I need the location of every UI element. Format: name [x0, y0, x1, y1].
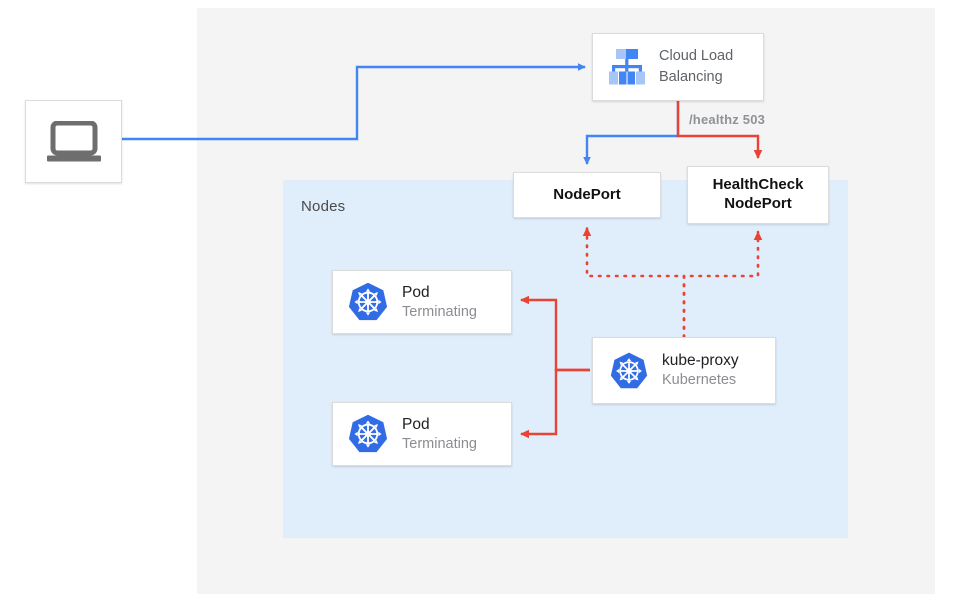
healthz-edge-label: /healthz 503 — [689, 112, 766, 127]
cloud-load-balancing-icon — [609, 49, 645, 85]
client-laptop-card — [25, 100, 122, 183]
kubernetes-icon — [610, 352, 648, 388]
kubernetes-icon — [348, 414, 388, 453]
pod-2-title: Pod — [402, 415, 430, 433]
kubernetes-icon — [348, 282, 388, 321]
pod-2-text: Pod Terminating — [402, 415, 477, 454]
kube-proxy-title: kube-proxy — [662, 352, 739, 369]
healthcheck-nodeport-label-line2: NodePort — [724, 195, 792, 212]
kube-proxy-text: kube-proxy Kubernetes — [662, 351, 739, 390]
healthcheck-nodeport-card: HealthCheck NodePort — [687, 166, 829, 224]
pod-card-2: Pod Terminating — [332, 402, 512, 466]
nodeport-card: NodePort — [513, 172, 661, 218]
pod-card-1: Pod Terminating — [332, 270, 512, 334]
cloud-load-balancing-card: Cloud Load Balancing — [592, 33, 764, 101]
kube-proxy-subtitle: Kubernetes — [662, 372, 737, 389]
laptop-icon — [46, 120, 101, 161]
cloud-load-balancing-title-line1: Cloud Load — [659, 47, 734, 64]
cloud-load-balancing-title-line2: Balancing — [659, 69, 723, 85]
nodes-region-label: Nodes — [301, 198, 346, 215]
nodeport-label: NodePort — [553, 185, 621, 203]
pod-2-status: Terminating — [402, 435, 477, 452]
pod-1-title: Pod — [402, 283, 430, 301]
healthcheck-nodeport-label: HealthCheck NodePort — [713, 176, 804, 214]
kube-proxy-card: kube-proxy Kubernetes — [592, 337, 776, 404]
pod-1-text: Pod Terminating — [402, 283, 477, 322]
pod-1-status: Terminating — [402, 303, 477, 320]
cloud-load-balancing-label: Cloud Load Balancing — [659, 46, 733, 88]
healthcheck-nodeport-label-line1: HealthCheck — [712, 176, 804, 194]
